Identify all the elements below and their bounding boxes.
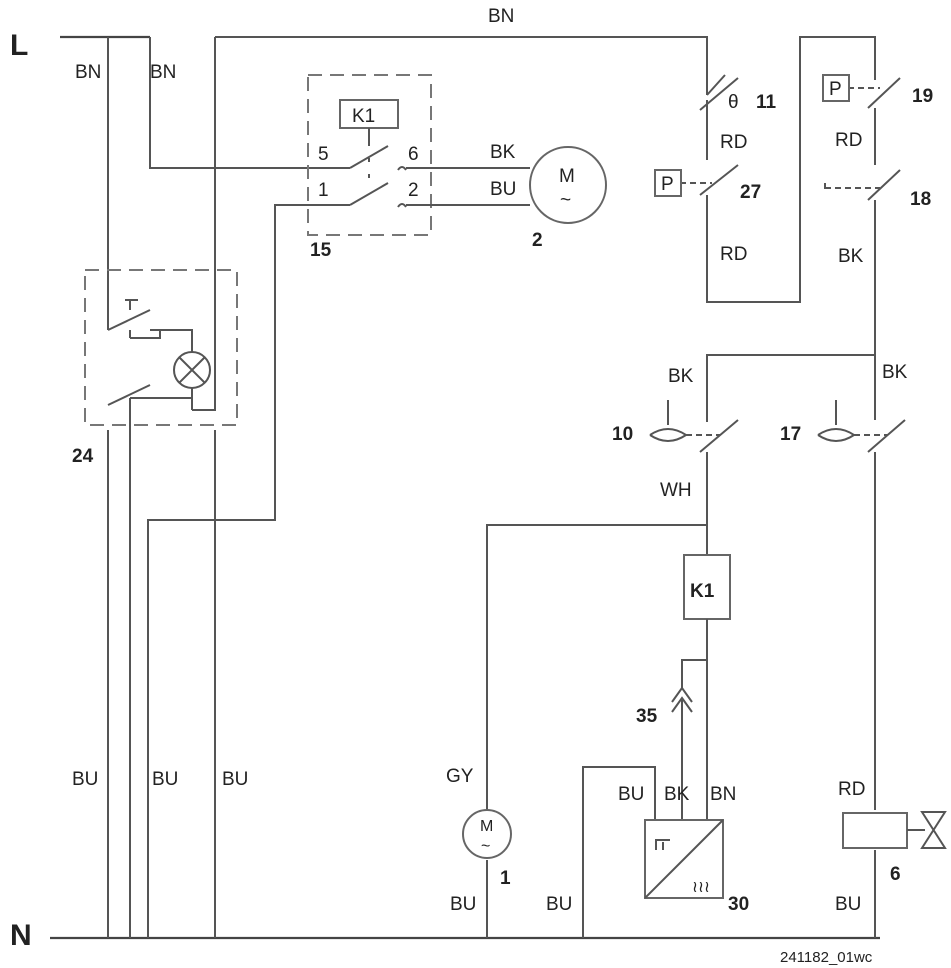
wire-color-gy-1: GY bbox=[446, 766, 474, 787]
relay-pin-6: 6 bbox=[408, 144, 419, 165]
label-27: 27 bbox=[740, 182, 761, 203]
relay-15: K1 5 6 1 2 15 bbox=[307, 74, 440, 261]
motor-2-symbol: M bbox=[559, 166, 575, 187]
switch-18-contact bbox=[867, 169, 901, 201]
motor-1-symbol: M bbox=[480, 818, 493, 835]
wire-left-second bbox=[149, 37, 350, 169]
label-30: 30 bbox=[728, 894, 749, 915]
motor-2: M ~ 2 bbox=[529, 146, 607, 251]
thermostat-contact bbox=[699, 77, 739, 111]
lamp-icon bbox=[173, 351, 211, 389]
label-19: 19 bbox=[912, 86, 933, 107]
motor-1-icon bbox=[462, 809, 512, 859]
label-18: 18 bbox=[910, 189, 931, 210]
motor-2-icon bbox=[529, 146, 607, 224]
label-2: 2 bbox=[532, 230, 543, 251]
wire-color-bu-1: BU bbox=[450, 894, 476, 915]
pressure-19-box bbox=[822, 74, 850, 102]
thermostat-symbol: θ bbox=[728, 92, 739, 113]
label-35: 35 bbox=[636, 706, 658, 727]
wire-color-bk-18: BK bbox=[838, 246, 864, 267]
connector-35-icon bbox=[671, 686, 693, 713]
wire-color-top-bn: BN bbox=[488, 6, 514, 27]
label-24: 24 bbox=[72, 446, 94, 467]
float-10-icon bbox=[649, 400, 688, 442]
wire-color-rd-11: RD bbox=[720, 132, 747, 153]
wire-color-left-bn1: BN bbox=[75, 62, 101, 83]
valve-6: 6 bbox=[842, 811, 947, 885]
pressure-27-contact bbox=[699, 164, 739, 196]
relay-pin-1: 1 bbox=[318, 180, 329, 201]
label-17: 17 bbox=[780, 424, 801, 445]
wire-color-bu-left3: BU bbox=[222, 769, 248, 790]
relay-pin-5: 5 bbox=[318, 144, 329, 165]
switch-lamp-24: 24 bbox=[72, 269, 238, 467]
line-rail-label: L bbox=[10, 29, 28, 62]
wire-color-rd-6: RD bbox=[838, 779, 865, 800]
wire-color-rd-27: RD bbox=[720, 244, 747, 265]
motor-2-tilde: ~ bbox=[560, 190, 571, 211]
relay-coil-label: K1 bbox=[352, 106, 375, 127]
wire-color-motor-bk: BK bbox=[490, 142, 516, 163]
relay-pin-2: 2 bbox=[408, 180, 419, 201]
wire-central-branch bbox=[486, 452, 708, 938]
valve-icon bbox=[920, 811, 947, 849]
label-1: 1 bbox=[500, 868, 511, 889]
wire-bu-third bbox=[147, 204, 350, 938]
wire-color-bk-17: BK bbox=[882, 362, 908, 383]
pressure-27-symbol: P bbox=[661, 174, 674, 195]
wire-color-bu-30-left: BU bbox=[546, 894, 572, 915]
label-10: 10 bbox=[612, 424, 633, 445]
wire-color-bn-30-top: BN bbox=[710, 784, 736, 805]
wire-top-bn bbox=[214, 36, 708, 938]
float-switch-10: 10 bbox=[612, 400, 739, 453]
wire-color-bu-6: BU bbox=[835, 894, 861, 915]
wire-color-left-bn2: BN bbox=[150, 62, 176, 83]
wire-color-bu-left2: BU bbox=[152, 769, 178, 790]
pressure-19-contact bbox=[867, 77, 901, 109]
wire-color-wh-10: WH bbox=[660, 480, 692, 501]
label-6: 6 bbox=[890, 864, 901, 885]
wire-color-rd-19: RD bbox=[835, 130, 862, 151]
heater-30: ≀≀≀ 30 bbox=[644, 819, 749, 915]
pressure-27-box bbox=[654, 169, 682, 197]
pressure-19-symbol: P bbox=[829, 79, 842, 100]
wire-thermostat-branch bbox=[706, 36, 876, 303]
relay-coil-k1-label: K1 bbox=[690, 581, 715, 602]
wire-k1-down bbox=[681, 619, 708, 820]
valve-6-coil bbox=[842, 812, 908, 849]
float-switch-17: 17 bbox=[780, 400, 906, 453]
wire-color-bk-30-top: BK bbox=[664, 784, 690, 805]
motor-1-tilde: ~ bbox=[481, 838, 490, 855]
wire-color-bu-left1: BU bbox=[72, 769, 98, 790]
connector-35: 35 bbox=[636, 686, 693, 820]
wire-float-bus bbox=[706, 354, 875, 422]
neutral-rail-label: N bbox=[10, 919, 32, 952]
label-11: 11 bbox=[756, 92, 777, 113]
motor-1: M ~ 1 bbox=[462, 809, 512, 889]
wire-color-bu-30-top: BU bbox=[618, 784, 644, 805]
wire-color-motor-bu: BU bbox=[490, 179, 516, 200]
diagram-code: 241182_01wc bbox=[780, 949, 873, 966]
wire-heater-loop bbox=[582, 766, 656, 938]
wire-color-bk-10: BK bbox=[668, 366, 694, 387]
label-15: 15 bbox=[310, 240, 332, 261]
float-17-icon bbox=[817, 400, 856, 442]
heater-30-symbol: ≀≀≀ bbox=[692, 879, 710, 896]
